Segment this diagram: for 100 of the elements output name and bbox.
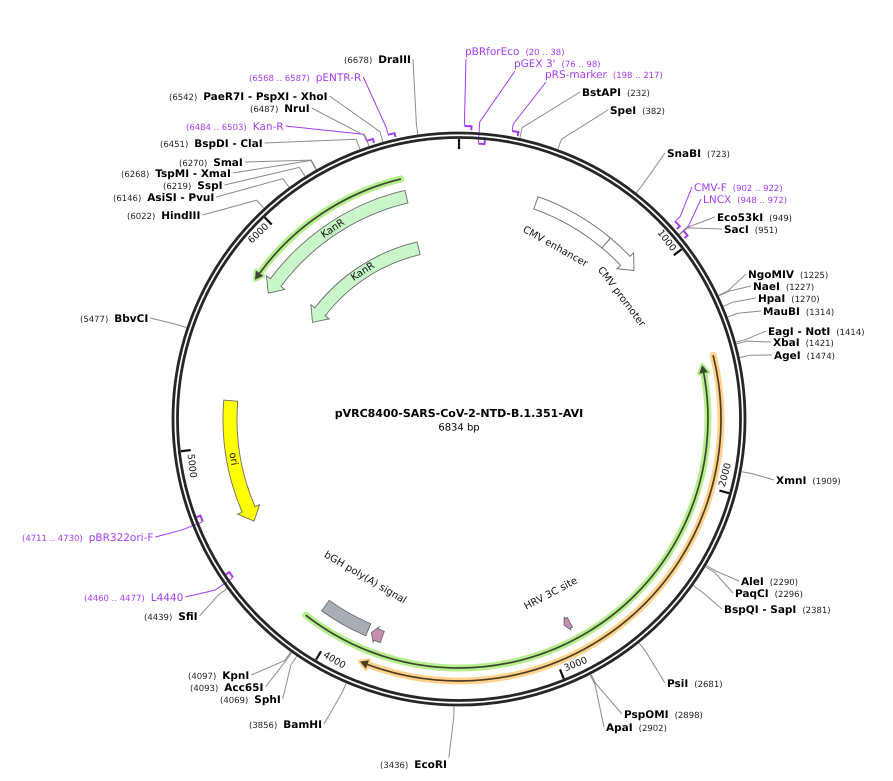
- leader-line: [311, 108, 370, 146]
- leader-line: [448, 706, 454, 758]
- leader-line: [232, 160, 316, 174]
- enzyme-name: SacI: [724, 224, 749, 236]
- enzyme-name: SpeI: [610, 106, 636, 116]
- leader-line: [675, 186, 692, 221]
- leader-line: [519, 92, 580, 138]
- enzyme-name: SmaI: [213, 158, 243, 168]
- cut-site-position: (382): [642, 106, 665, 118]
- enzyme-name: EcoRI: [414, 760, 447, 770]
- cut-site-position: (3856): [249, 720, 278, 732]
- leader-line: [512, 82, 546, 130]
- primer-name: LNCX: [703, 194, 732, 206]
- leader-line: [679, 227, 722, 236]
- cut-site-position: (6022): [127, 212, 156, 222]
- leader-line: [727, 310, 762, 318]
- enzyme-name: BstAPI: [582, 88, 622, 98]
- cut-site-position: (4439): [144, 612, 172, 624]
- enzyme-name: PaqCI: [735, 588, 769, 600]
- cut-site-position: (6219): [163, 182, 192, 192]
- enzyme-name: PsiI: [667, 678, 688, 690]
- cut-site-position: (1270): [791, 294, 820, 306]
- cut-site-position: (1474): [806, 352, 835, 362]
- cut-site-position: (3436): [380, 760, 408, 772]
- primer-name: pBRforEco: [465, 46, 520, 58]
- primer-name: pENTR-R: [316, 72, 362, 84]
- primer-range: (20 .. 38): [525, 48, 565, 58]
- leader-line: [285, 126, 366, 141]
- cut-site-position: (1421): [806, 338, 834, 350]
- cut-site-position: (6542): [169, 92, 198, 104]
- leader-line: [638, 642, 666, 684]
- cut-site-position: (1909): [812, 476, 841, 488]
- primer-range: (948 .. 972): [737, 196, 788, 206]
- cut-site-position: (2381): [802, 606, 831, 616]
- enzyme-name: NaeI: [753, 282, 780, 292]
- leader-line: [412, 58, 418, 135]
- leader-line: [362, 76, 388, 134]
- leader-line: [706, 565, 740, 582]
- enzyme-name: NgoMIV: [748, 270, 794, 280]
- feature-label: HRV 3C site: [522, 576, 580, 613]
- enzyme-name: XbaI: [773, 338, 800, 348]
- leader-line: [478, 70, 516, 144]
- cut-site-position: (2296): [774, 590, 803, 600]
- scale-number: 2000: [718, 462, 734, 488]
- leader-line: [590, 674, 622, 714]
- leader-line: [264, 138, 360, 150]
- cut-site-position: (1314): [806, 308, 834, 318]
- leader-line: [150, 318, 187, 328]
- enzyme-name: KpnI: [222, 670, 250, 682]
- leader-line: [684, 198, 702, 230]
- plasmid-size: 6834 bp: [438, 422, 480, 434]
- leader-line: [736, 330, 766, 343]
- enzyme-name: Acc65I: [224, 682, 264, 694]
- enzyme-name: PaeR7I - PspXI - XhoI: [203, 92, 328, 102]
- leader-line: [464, 58, 466, 126]
- scale-number: 3000: [562, 656, 589, 674]
- scale-number: 4000: [321, 650, 347, 672]
- cut-site-position: (6268): [121, 170, 150, 180]
- primer-range: (4460 .. 4477): [84, 594, 145, 604]
- cut-site-position: (1225): [800, 270, 828, 282]
- cut-site-position: (4093): [190, 684, 218, 694]
- enzyme-name: BspDI - ClaI: [194, 138, 263, 150]
- leader-line: [184, 578, 233, 598]
- cut-site-position: (2681): [694, 680, 723, 690]
- leader-line: [557, 110, 608, 150]
- enzyme-name: PspOMI: [624, 710, 669, 720]
- cut-site-position: (6678): [344, 56, 372, 66]
- primer-range: (6484 .. 6503): [186, 122, 247, 134]
- enzyme-name: AleI: [741, 576, 764, 588]
- cut-site-position: (723): [707, 150, 730, 160]
- enzyme-name: NruI: [284, 104, 310, 114]
- leader-line: [244, 160, 317, 170]
- enzyme-name: SnaBI: [667, 148, 702, 160]
- cut-site-position: (232): [627, 88, 650, 100]
- leader-line: [154, 522, 202, 538]
- leader-line: [739, 354, 772, 358]
- cut-site-position: (949): [769, 214, 792, 224]
- primer-range: (4711 .. 4730): [22, 534, 83, 544]
- cut-site-position: (6451): [160, 140, 188, 150]
- enzyme-name: SphI: [254, 694, 281, 706]
- cut-site-position: (6146): [113, 194, 142, 204]
- leader-line: [202, 200, 264, 216]
- primer-range: (76 .. 98): [562, 60, 601, 70]
- cut-site-position: (951): [754, 226, 778, 236]
- enzyme-name: AsiSI - PvuI: [147, 192, 214, 204]
- leader-line: [723, 298, 756, 307]
- leader-line: [736, 340, 772, 344]
- leader-line: [718, 274, 746, 296]
- enzyme-name: BamHI: [283, 720, 322, 730]
- enzyme-name: SspI: [197, 180, 223, 192]
- cut-site-position: (4069): [220, 696, 248, 706]
- leader-line: [224, 166, 306, 186]
- cut-site-position: (6270): [179, 158, 208, 169]
- enzyme-name: BspQI - SapI: [724, 604, 796, 616]
- leader-line: [590, 674, 604, 728]
- enzyme-name: TspMI - XmaI: [155, 168, 231, 180]
- enzyme-name: SfiI: [178, 612, 198, 622]
- leader-line: [282, 656, 298, 700]
- primer-name: CMV-F: [694, 182, 727, 194]
- primer-name: pRS-marker: [545, 70, 607, 80]
